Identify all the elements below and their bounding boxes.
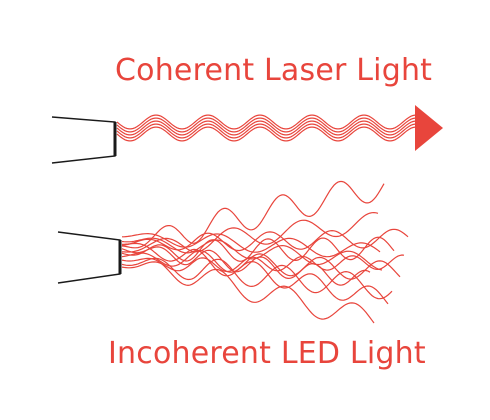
incoherent-led-label: Incoherent LED Light bbox=[108, 336, 426, 371]
incoherent-wave-8 bbox=[121, 257, 393, 300]
coherent-wave-1 bbox=[116, 114, 420, 130]
incoherent-wave-5 bbox=[121, 237, 383, 271]
coherent-wave-bundle bbox=[116, 114, 420, 142]
incoherent-wave-bundle bbox=[121, 180, 409, 324]
incoherent-wave-10 bbox=[121, 257, 375, 324]
incoherent-wave-11 bbox=[121, 254, 405, 273]
incoherent-wave-4 bbox=[121, 236, 395, 262]
coherent-wave-2 bbox=[116, 117, 420, 133]
incoherent-wave-3 bbox=[121, 228, 409, 252]
incoherent-wave-9 bbox=[122, 242, 389, 305]
incoherent-wave-6 bbox=[121, 249, 401, 280]
coherent-laser-label: Coherent Laser Light bbox=[115, 53, 433, 88]
incoherent-wave-2 bbox=[121, 211, 379, 253]
coherent-wave-3 bbox=[116, 120, 420, 136]
arrowhead-icon bbox=[415, 105, 443, 151]
led-emitter bbox=[57, 231, 122, 284]
coherent-wave-4 bbox=[116, 123, 420, 139]
incoherent-wave-7 bbox=[121, 246, 371, 286]
incoherent-wave-12 bbox=[122, 232, 381, 258]
coherent-wave-5 bbox=[116, 126, 420, 142]
laser-emitter bbox=[51, 116, 117, 164]
incoherent-wave-1 bbox=[121, 180, 385, 249]
